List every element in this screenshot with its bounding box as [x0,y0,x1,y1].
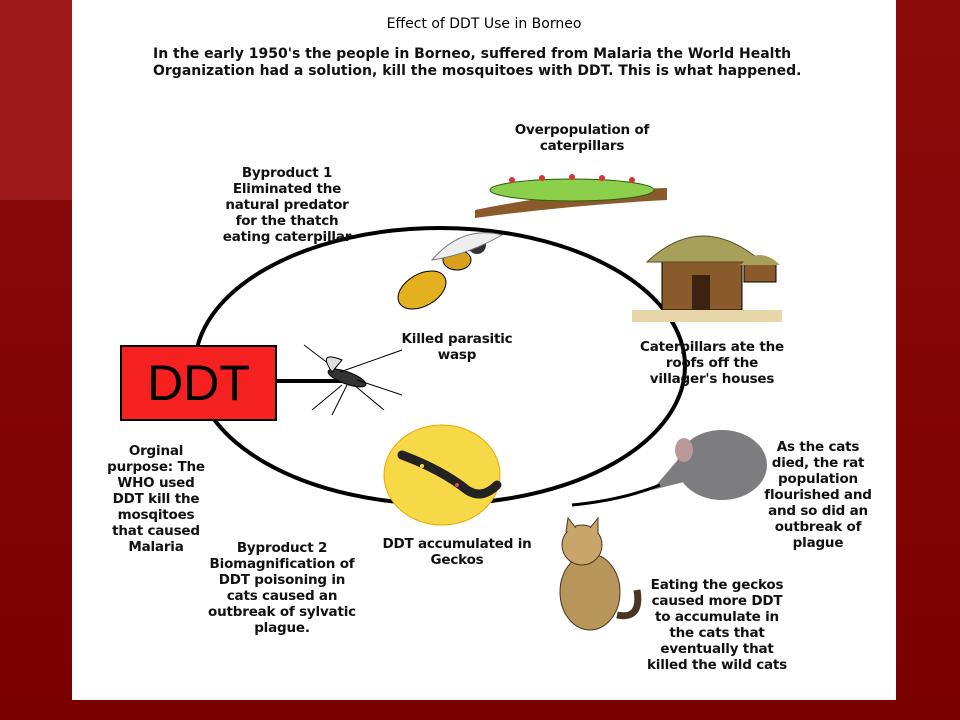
ddt-box: DDT [120,345,277,421]
intro-text: In the early 1950's the people in Borneo… [153,46,801,80]
wasp-image [397,232,504,310]
rat-image [571,430,767,507]
hut-image [632,235,782,322]
slide: Effect of DDT Use in Borneo In the early… [72,0,896,700]
caterpillar-image [475,174,667,218]
cat-image [559,516,642,631]
gecko-image [383,424,502,526]
slide-title: Effect of DDT Use in Borneo [386,16,582,32]
intro-line: Organization had a solution, kill the mo… [153,63,802,79]
background-corner [0,0,72,200]
mosquito-image [303,344,403,416]
diagram-graphics [193,174,782,631]
intro-line: In the early 1950's the people in Borneo… [153,46,792,62]
